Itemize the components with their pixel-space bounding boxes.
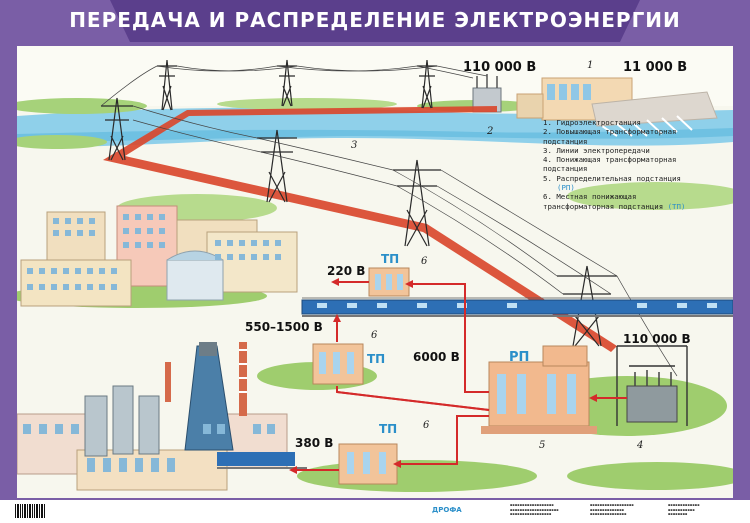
legend-item-5: 5. Распределительная подстанция xyxy=(543,173,681,183)
legend-item-4-cont: подстанция xyxy=(543,164,588,174)
marker-6a: 6 xyxy=(421,256,428,267)
step-down-transformer xyxy=(616,345,688,426)
poster-title: ПЕРЕДАЧА И РАСПРЕДЕЛЕНИЕ ЭЛЕКТРОЭНЕРГИИ xyxy=(69,8,681,32)
legend-item-6-text: трансформаторная подстанция xyxy=(543,201,664,211)
legend-item-4: 4. Понижающая трансформаторная xyxy=(543,155,677,165)
tp-substation-2 xyxy=(312,343,364,385)
marker-4: 4 xyxy=(637,440,644,451)
rp-substation xyxy=(481,345,597,434)
barcode-icon xyxy=(15,504,45,518)
footer xyxy=(0,500,750,523)
tp-label-3: ТП xyxy=(379,422,398,436)
diagram-scene: 110 000 В 11 000 В 220 В 550–1500 В 6000… xyxy=(17,46,733,498)
rp-label: РП xyxy=(509,350,530,365)
marker-6b: 6 xyxy=(371,330,378,341)
hydro-power-station xyxy=(516,77,718,137)
legend-item-3: 3. Линии электропередачи xyxy=(543,145,650,155)
marker-6c: 6 xyxy=(423,420,430,431)
voltage-label-380: 380 В xyxy=(295,436,334,450)
tp-substation-3 xyxy=(338,443,398,485)
publisher-logo: ДРОФА xyxy=(432,506,462,514)
voltage-label-220: 220 В xyxy=(327,264,366,278)
factory xyxy=(17,342,307,491)
legend-item-2-cont: подстанция xyxy=(543,136,588,146)
feeder-lines xyxy=(297,281,627,471)
feeder-arrows xyxy=(289,278,597,474)
marker-5: 5 xyxy=(539,440,546,451)
electric-train xyxy=(301,297,733,317)
legend: 1. Гидроэлектростанция 2. Повышающая тра… xyxy=(543,118,718,211)
legend-item-1: 1. Гидроэлектростанция xyxy=(543,118,641,127)
footer-credits-3: ▪▪▪▪▪▪▪▪▪▪▪▪▪▪▪▪▪▪▪▪▪▪▪▪▪▪▪▪▪▪▪▪ xyxy=(668,503,700,517)
marker-2: 2 xyxy=(487,126,494,137)
voltage-label-110000-bottom: 110 000 В xyxy=(623,332,691,346)
legend-item-6-cont: трансформаторная подстанция (ТП) xyxy=(543,202,718,211)
marker-1: 1 xyxy=(587,60,594,71)
tp-label-1: ТП xyxy=(381,252,400,266)
legend-item-5-abbr: (РП) xyxy=(557,183,575,193)
legend-item-2: 2. Повышающая трансформаторная xyxy=(543,127,677,137)
voltage-label-11000: 11 000 В xyxy=(623,60,688,75)
voltage-label-110000-top: 110 000 В xyxy=(463,60,537,75)
tp-substation-1 xyxy=(368,267,410,297)
legend-item-6: 6. Местная понижающая xyxy=(543,192,637,202)
footer-credits-1: ▪▪▪▪▪▪▪▪▪▪▪▪▪▪▪▪▪▪▪▪▪▪▪▪▪▪▪▪▪▪▪▪▪▪▪▪▪▪▪▪… xyxy=(510,503,559,517)
voltage-label-6000: 6000 В xyxy=(413,350,460,364)
title-band xyxy=(110,0,640,42)
voltage-label-550-1500: 550–1500 В xyxy=(245,320,323,334)
legend-item-6-abbr: (ТП) xyxy=(667,201,686,211)
transmission-wires xyxy=(100,65,678,377)
scene-illustration xyxy=(17,46,733,492)
marker-3: 3 xyxy=(351,140,358,151)
footer-credits-2: ▪▪▪▪▪▪▪▪▪▪▪▪▪▪▪▪▪▪▪▪▪▪▪▪▪▪▪▪▪▪▪▪▪▪▪▪▪▪▪▪… xyxy=(590,503,634,517)
city-buildings xyxy=(20,205,298,307)
tp-label-2: ТП xyxy=(367,352,386,366)
hv-line-path xyxy=(103,106,617,352)
